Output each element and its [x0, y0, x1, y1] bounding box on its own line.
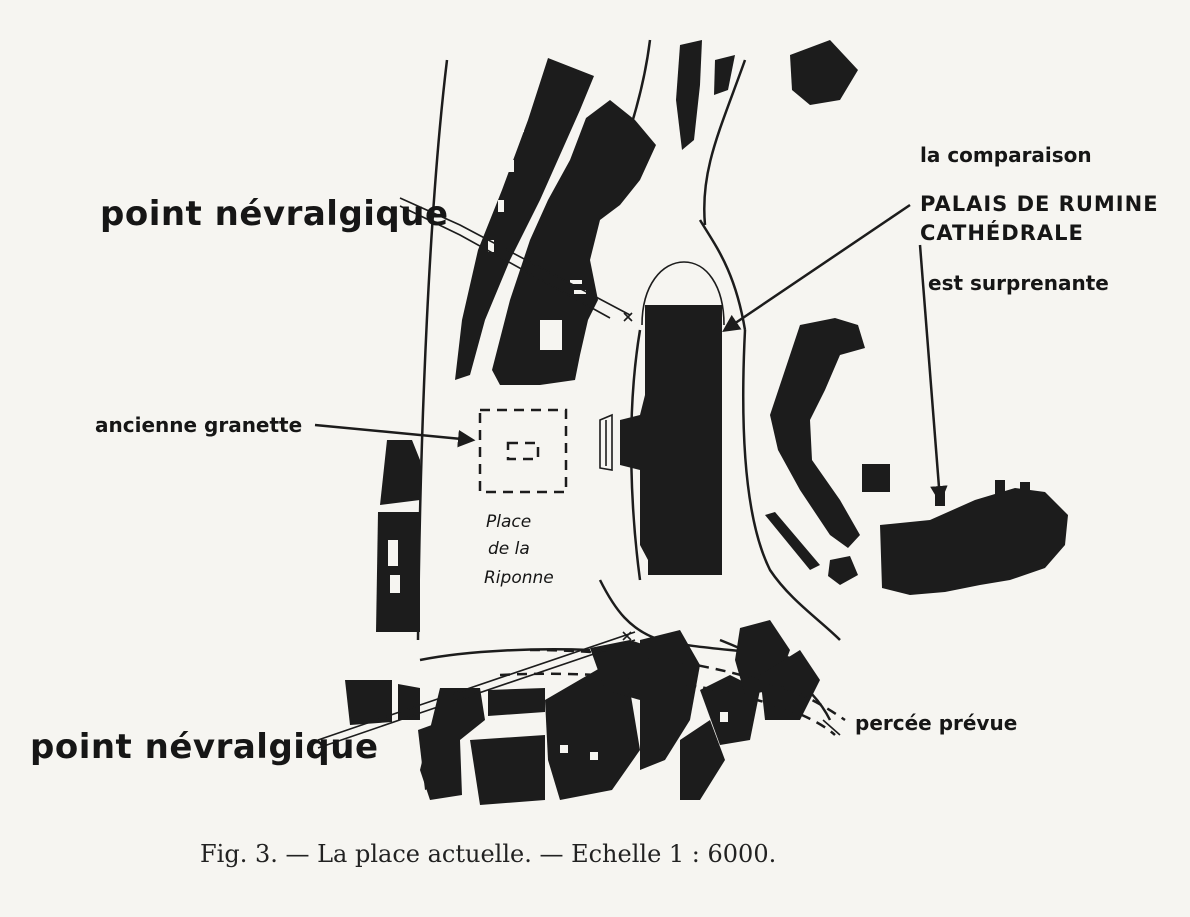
label-palais: PALAIS DE RUMINE — [920, 192, 1159, 216]
label-ancienne-granette: ancienne granette — [95, 413, 302, 437]
label-cathedrale: CATHÉDRALE — [920, 220, 1084, 245]
x-markers — [622, 312, 633, 641]
building-blocks-top — [676, 40, 858, 150]
label-percee-prevue: percée prévue — [855, 711, 1017, 735]
label-place-line1: Place — [486, 512, 531, 532]
label-surprenante: est surprenante — [928, 271, 1109, 295]
ancienne-grenette-outline — [478, 408, 568, 494]
label-point-nevralgique-bottom: point névralgique — [30, 727, 379, 767]
building-blocks-bottom — [345, 620, 820, 805]
building-blocks-left — [376, 58, 656, 632]
leader-lines — [314, 197, 948, 749]
palais-de-rumine-footprint — [599, 305, 722, 575]
label-comparaison: la comparaison — [920, 143, 1092, 167]
building-blocks-right — [765, 318, 890, 585]
cathedrale-footprint — [880, 480, 1068, 595]
figure-caption: Fig. 3. — La place actuelle. — Echelle 1… — [200, 840, 776, 868]
label-point-nevralgique-top: point névralgique — [100, 194, 449, 234]
label-place-line3: Riponne — [484, 568, 554, 588]
label-place-line2: de la — [488, 539, 530, 559]
percee-prevue-lines — [499, 648, 846, 736]
